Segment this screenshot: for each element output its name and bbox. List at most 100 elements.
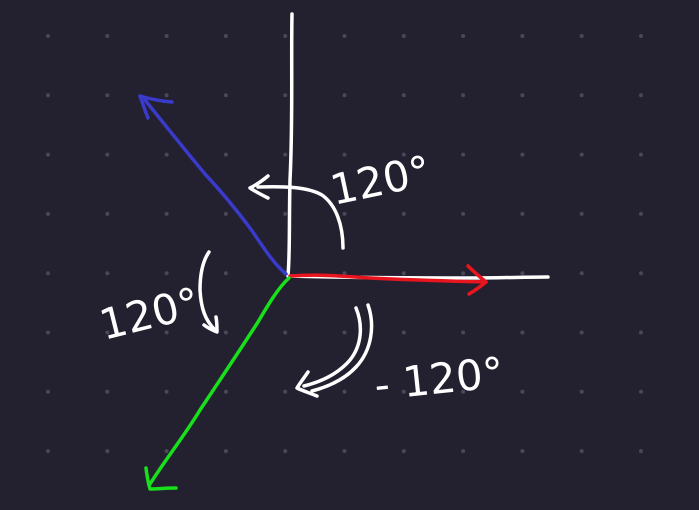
red-arrow-shaft xyxy=(288,273,488,284)
grid-dot xyxy=(342,152,347,157)
red-arrow-head xyxy=(466,264,488,296)
grid-dot xyxy=(520,93,525,98)
bottom-rotation-arc xyxy=(302,306,363,388)
grid-dot xyxy=(46,330,50,335)
grid-dot xyxy=(46,449,50,454)
grid-dot xyxy=(579,449,584,454)
grid-dot xyxy=(520,449,525,454)
grid-dot xyxy=(105,152,110,157)
bottom-rotation-arrowhead xyxy=(295,370,319,398)
grid-dot xyxy=(639,271,643,276)
grid-dot xyxy=(401,389,406,394)
grid-dot xyxy=(520,389,525,394)
grid-dot xyxy=(164,271,169,276)
grid-dot xyxy=(223,152,228,157)
grid-dot xyxy=(46,389,50,394)
grid-dot xyxy=(105,34,110,38)
grid-dot xyxy=(164,389,169,394)
grid-dot xyxy=(223,271,228,276)
grid-dot xyxy=(105,271,110,276)
grid-dot xyxy=(461,330,466,335)
left-rotation-arc xyxy=(198,250,217,332)
grid-dot xyxy=(46,211,50,216)
grid-dot xyxy=(46,271,50,276)
grid-dot xyxy=(164,449,169,454)
grid-dot xyxy=(105,449,110,454)
grid-dot xyxy=(401,330,406,335)
grid-dot xyxy=(461,93,466,98)
grid-dot xyxy=(223,449,228,454)
grid-dot xyxy=(342,93,347,98)
grid-dot xyxy=(579,93,584,98)
grid-dot xyxy=(401,34,406,38)
top-rotation-arrowhead xyxy=(248,174,270,200)
grid-dot xyxy=(401,271,406,276)
grid-dot xyxy=(164,152,169,157)
bottom-angle-label: - 120° xyxy=(372,348,506,410)
grid-dot xyxy=(461,449,466,454)
vertical-axis xyxy=(286,12,294,277)
grid-dot xyxy=(105,211,110,216)
left-rotation-arrowhead xyxy=(202,315,219,334)
grid-dot xyxy=(579,211,584,216)
grid-dot xyxy=(46,152,50,157)
grid-dot xyxy=(639,330,643,335)
grid-dot xyxy=(639,93,643,98)
grid-dot xyxy=(105,330,110,335)
grid-dot xyxy=(283,389,288,394)
dot-grid xyxy=(46,34,643,454)
grid-dot xyxy=(401,152,406,157)
blue-arrow-head xyxy=(138,94,174,120)
grid-dot xyxy=(223,389,228,394)
grid-dot xyxy=(342,449,347,454)
grid-dot xyxy=(283,93,288,98)
grid-dot xyxy=(520,330,525,335)
grid-dot xyxy=(461,152,466,157)
grid-dot xyxy=(283,211,288,216)
grid-dot xyxy=(520,211,525,216)
grid-dot xyxy=(164,330,169,335)
grid-dot xyxy=(639,34,643,38)
grid-dot xyxy=(401,449,406,454)
grid-dot xyxy=(579,389,584,394)
grid-dot xyxy=(579,152,584,157)
grid-dot xyxy=(461,211,466,216)
grid-dot xyxy=(223,93,228,98)
green-arrow-shaft xyxy=(148,276,291,486)
left-angle-label: 120° xyxy=(95,278,205,350)
grid-dot xyxy=(283,449,288,454)
grid-dot xyxy=(164,34,169,38)
grid-dot xyxy=(639,152,643,157)
grid-dot xyxy=(461,271,466,276)
grid-dot xyxy=(639,389,643,394)
grid-dot xyxy=(342,389,347,394)
grid-dot xyxy=(579,271,584,276)
grid-dot xyxy=(223,330,228,335)
top-angle-label: 120° xyxy=(326,146,435,215)
grid-dot xyxy=(461,34,466,38)
blue-arrow-shaft xyxy=(143,98,288,276)
grid-dot xyxy=(461,389,466,394)
grid-dot xyxy=(46,93,50,98)
grid-dot xyxy=(223,211,228,216)
grid-dot xyxy=(164,93,169,98)
bottom-rotation-arc-inner xyxy=(310,303,374,393)
green-arrow-head xyxy=(144,466,178,491)
grid-dot xyxy=(639,211,643,216)
grid-dot xyxy=(520,34,525,38)
grid-dot xyxy=(283,330,288,335)
grid-dot xyxy=(520,152,525,157)
grid-dot xyxy=(342,330,347,335)
grid-dot xyxy=(639,449,643,454)
grid-dot xyxy=(283,152,288,157)
grid-dot xyxy=(401,211,406,216)
grid-dot xyxy=(105,389,110,394)
grid-dot xyxy=(401,93,406,98)
grid-dot xyxy=(520,271,525,276)
grid-dot xyxy=(579,34,584,38)
grid-dot xyxy=(283,34,288,38)
grid-dot xyxy=(342,34,347,38)
grid-dot xyxy=(105,93,110,98)
